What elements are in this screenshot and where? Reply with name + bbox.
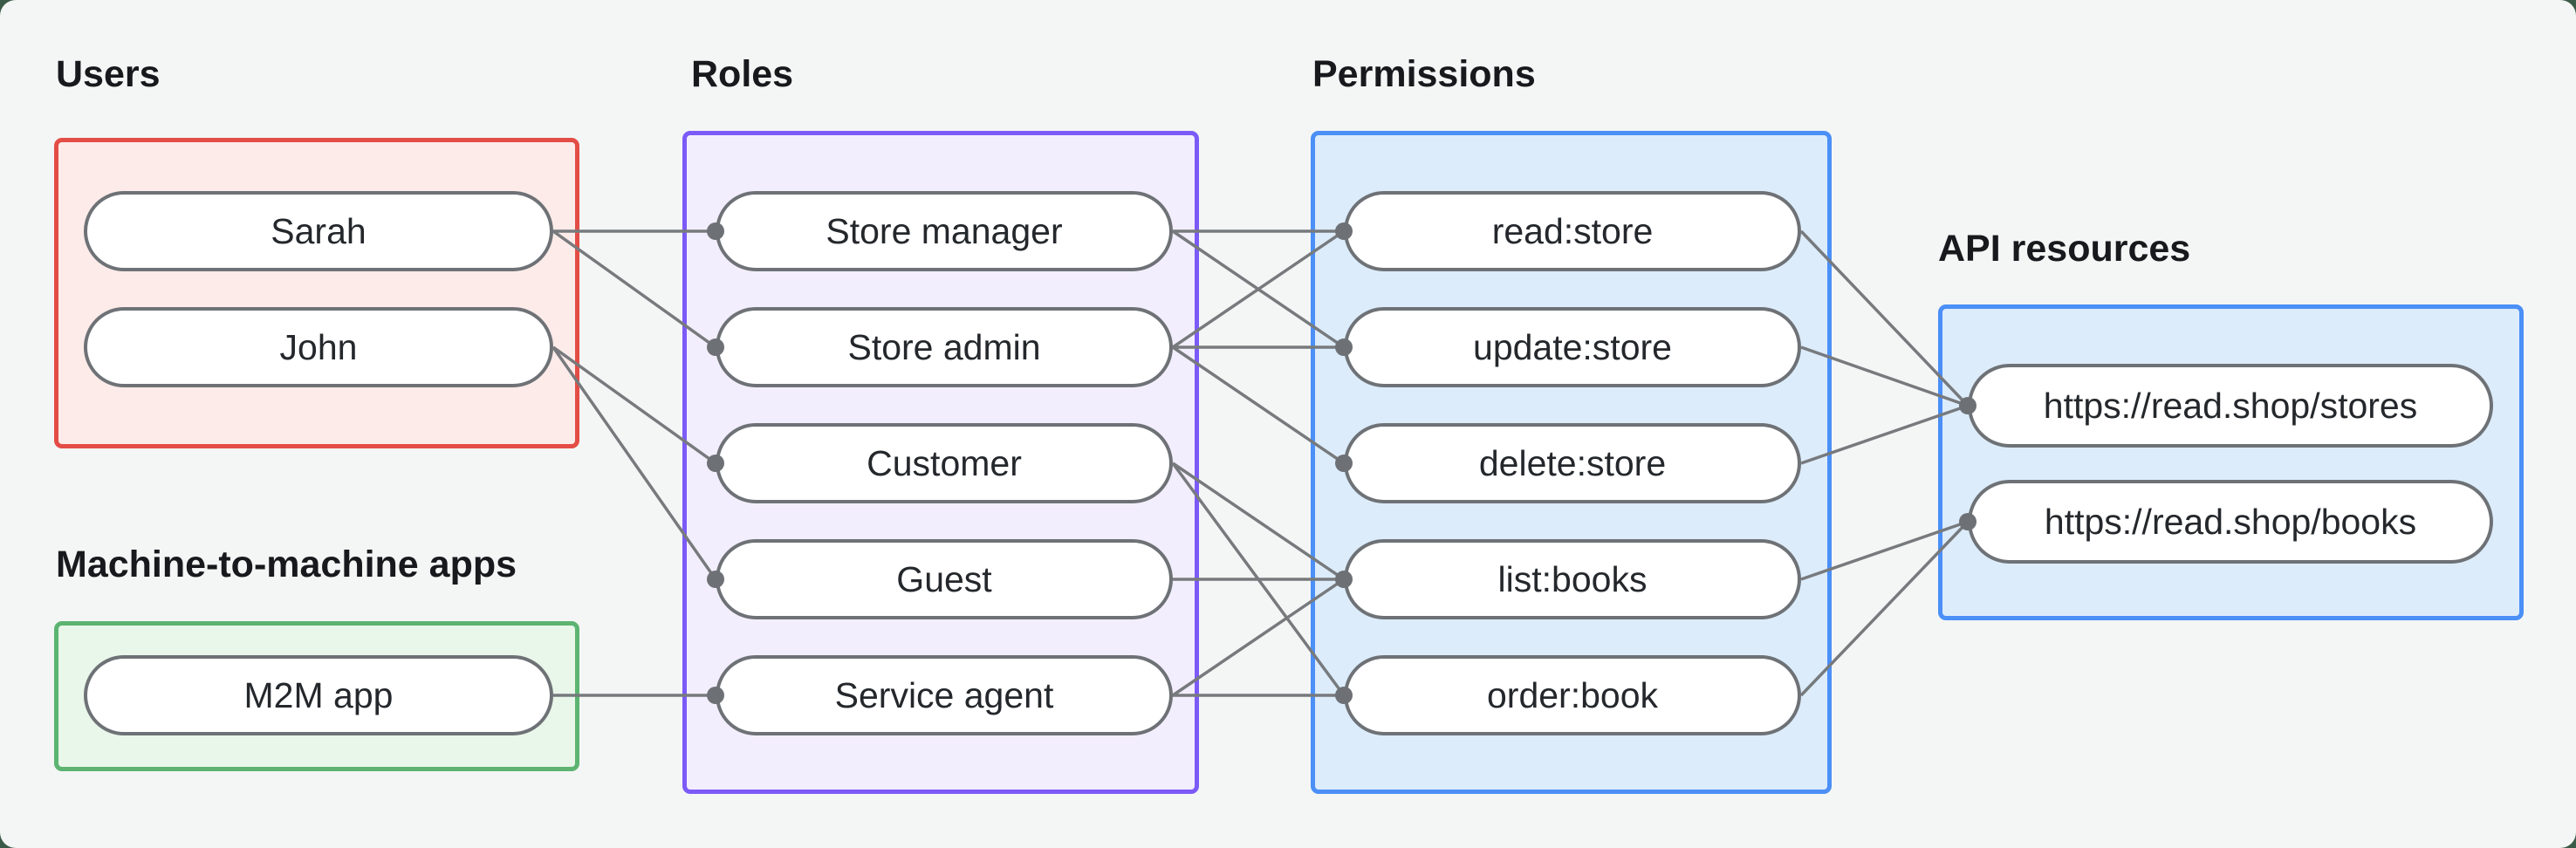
node-role-store-admin: Store admin (716, 307, 1173, 387)
node-label: delete:store (1478, 442, 1667, 483)
node-label: update:store (1473, 326, 1672, 367)
api-resources-group-box (1938, 304, 2524, 620)
node-label: https://read.shop/books (2044, 501, 2417, 542)
node-role-store-manager: Store manager (716, 191, 1173, 271)
m2m-group-label: Machine-to-machine apps (56, 544, 517, 585)
node-label: Store manager (826, 210, 1063, 251)
node-label: Guest (896, 558, 992, 599)
node-label: Customer (867, 442, 1022, 483)
permissions-group-label: Permissions (1312, 53, 1536, 95)
node-permission-read-store: read:store (1344, 191, 1801, 271)
node-label: Store admin (847, 326, 1041, 367)
node-permission-update-store: update:store (1344, 307, 1801, 387)
node-label: Sarah (271, 210, 367, 251)
users-group-box (54, 138, 579, 448)
node-m2m-app: M2M app (84, 655, 553, 735)
node-label: John (279, 326, 358, 367)
node-label: M2M app (243, 674, 394, 715)
node-role-service-agent: Service agent (716, 655, 1173, 735)
node-role-guest: Guest (716, 539, 1173, 619)
node-user-john: John (84, 307, 553, 387)
node-permission-list-books: list:books (1344, 539, 1801, 619)
node-permission-delete-store: delete:store (1344, 423, 1801, 503)
node-label: Service agent (834, 674, 1054, 715)
node-role-customer: Customer (716, 423, 1173, 503)
node-api-resource-stores: https://read.shop/stores (1968, 364, 2493, 448)
api-resources-group-label: API resources (1938, 228, 2191, 270)
node-label: order:book (1486, 674, 1658, 715)
node-api-resource-books: https://read.shop/books (1968, 480, 2493, 564)
roles-group-label: Roles (691, 53, 794, 95)
node-user-sarah: Sarah (84, 191, 553, 271)
node-label: list:books (1497, 558, 1648, 599)
node-label: read:store (1491, 210, 1654, 251)
node-permission-order-book: order:book (1344, 655, 1801, 735)
users-group-label: Users (56, 53, 161, 95)
node-label: https://read.shop/stores (2043, 385, 2418, 426)
